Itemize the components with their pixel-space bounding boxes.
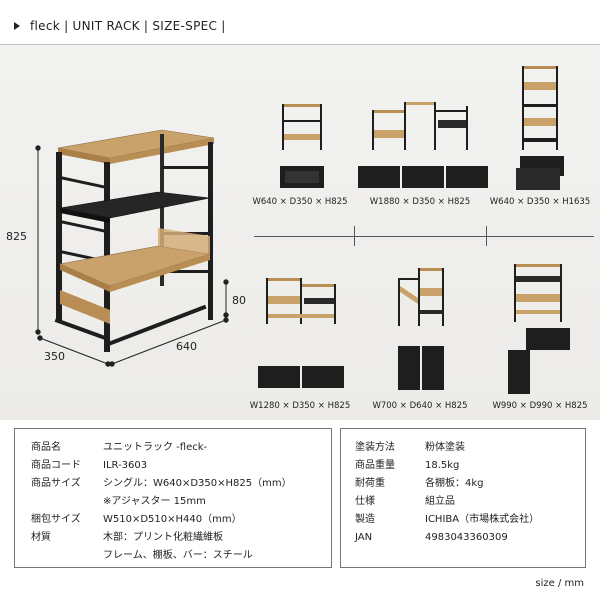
config-2-label: W1880 × D350 × H825 [369,197,471,207]
spec-value: 4983043360309 [425,532,508,543]
spec-value: 粉体塗装 [425,442,465,453]
spec-value: W510×D510×H440（mm） [103,514,242,525]
height-dimension-line [35,145,41,335]
width-dimension-line [109,317,229,367]
config-4-elevation [266,278,336,324]
config-2-plan [358,166,488,188]
spec-key: 製造 [355,514,375,525]
spec-key: 商品名 [31,442,61,453]
config-6-plan [508,328,570,394]
config-divider-tick-2 [486,226,487,246]
photo-area [0,45,600,420]
spec-key: 仕様 [355,496,375,507]
config-6-label: W990 × D990 × H825 [492,401,588,411]
depth-label: 350 [44,350,65,363]
spec-value: 各棚板：4kg [425,478,484,489]
config-1-plan [280,166,324,188]
triangle-bullet-icon [14,22,20,30]
spec-key: 商品コード [31,460,81,471]
config-thumbnails-top [280,66,564,190]
height-label: 825 [6,230,27,243]
config-4-plan [258,366,344,388]
config-3-elevation [522,66,558,150]
config-5-plan [398,346,444,390]
config-5-label: W700 × D640 × H825 [372,401,468,411]
spec-key: 商品サイズ [31,478,81,489]
spec-value: 組立品 [425,496,455,507]
spec-value: 18.5kg [425,460,460,471]
spec-table-left: 商品名 ユニットラック -fleck- 商品コード ILR-3603 商品サイズ… [14,428,332,568]
config-1-elevation [282,104,322,150]
header: fleck | UNIT RACK | SIZE-SPEC | [14,16,226,36]
depth-dimension-line [37,335,111,367]
spec-key: JAN [355,532,373,543]
adjuster-dimension-line [223,279,229,318]
spec-value: ILR-3603 [103,460,148,471]
config-thumbnails-bottom [258,264,570,394]
spec-value: シングル：W640×D350×H825（mm） [103,478,292,489]
config-divider-tick-1 [354,226,355,246]
spec-key: 商品重量 [355,460,395,471]
spec-value: ※アジャスター 15mm [103,496,206,507]
spec-value: 木部：プリント化粧繊維板 [103,532,223,543]
spec-key: 耐荷重 [355,478,385,489]
main-rack-svg [35,129,229,367]
page-title: fleck | UNIT RACK | SIZE-SPEC | [30,19,226,33]
spec-value: ユニットラック -fleck- [103,442,208,453]
spec-key: 材質 [31,532,51,543]
spec-key: 梱包サイズ [31,514,81,525]
config-divider [254,236,594,237]
main-rack-illustration: 825 80 350 640 [0,110,250,380]
spec-value: ICHIBA（市場株式会社） [425,514,540,525]
spec-value: フレーム、棚板、バー：スチール [103,550,253,561]
config-1-label: W640 × D350 × H825 [252,197,348,207]
config-3-plan [516,156,564,190]
config-5-elevation [398,268,444,326]
spec-table-right: 塗装方法 粉体塗装 商品重量 18.5kg 耐荷重 各棚板：4kg 仕様 組立品… [340,428,586,568]
config-6-elevation [514,264,562,322]
config-3-label: W640 × D350 × H1635 [489,197,591,207]
units-note: size / mm [535,578,584,589]
spec-key: 塗装方法 [355,442,395,453]
config-2-elevation [372,102,468,150]
adjuster-label: 80 [232,294,246,307]
header-divider [0,44,600,45]
width-label: 640 [176,340,197,353]
config-4-label: W1280 × D350 × H825 [249,401,351,411]
